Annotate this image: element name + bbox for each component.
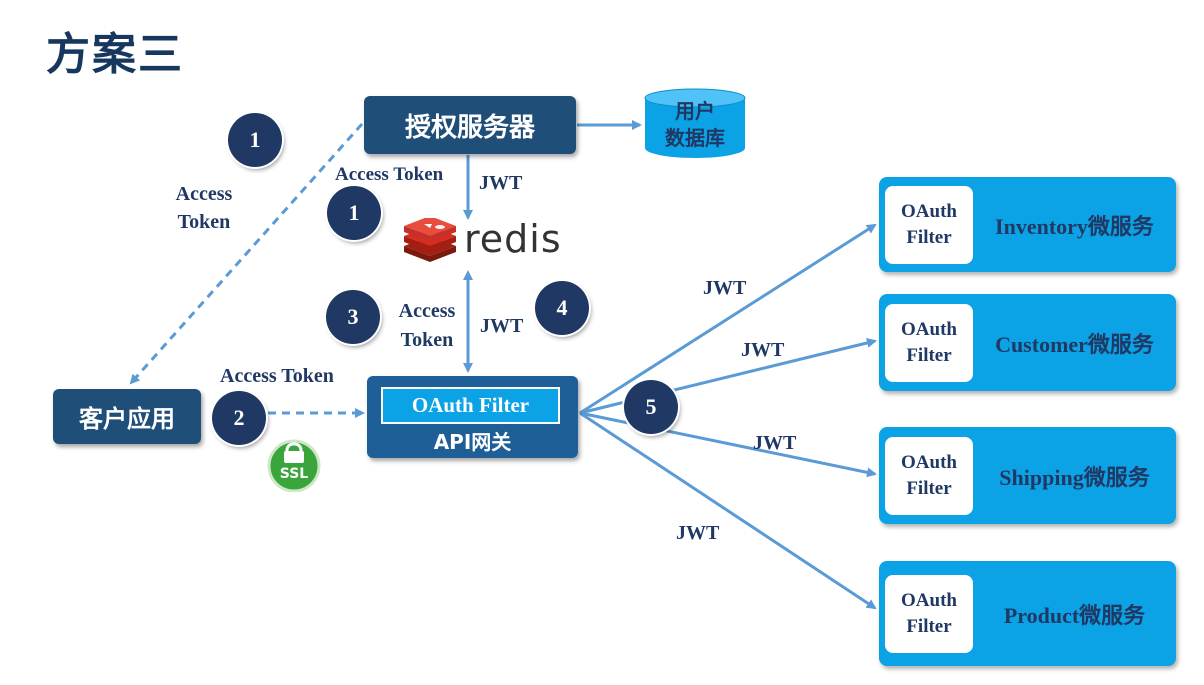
access-token-label-3: Access Token [398, 300, 456, 351]
ssl-lock-icon [267, 439, 321, 493]
ssl-badge: SSL [263, 436, 325, 493]
page-title: 方案三 [46, 29, 184, 80]
step-2-circle: 2 [212, 391, 266, 445]
gateway-label: API网关 [433, 430, 512, 454]
ssl-label: SSL [279, 466, 309, 482]
step-5-circle: 5 [624, 380, 678, 434]
jwt-label-4: JWT [480, 315, 524, 337]
service-product: OAuth Filter Product微服务 [879, 561, 1176, 666]
jwt-label-shipping: JWT [753, 432, 797, 454]
service-inventory: OAuth Filter Inventory微服务 [879, 177, 1176, 272]
redis-label: redis [464, 217, 562, 261]
service-name: Inventory微服务 [995, 213, 1154, 239]
service-oauth-filter: OAuth Filter [885, 185, 973, 264]
service-customer: OAuth Filter Customer微服务 [879, 294, 1176, 391]
access-token-label-top: Access Token [335, 164, 444, 185]
service-shipping: OAuth Filter Shipping微服务 [879, 427, 1176, 524]
access-token-label-2: Access Token [220, 365, 334, 387]
step-4-circle: 4 [535, 281, 589, 335]
api-gateway-node: OAuth Filter API网关 [367, 376, 578, 458]
service-name: Product微服务 [1003, 602, 1146, 628]
service-name: Shipping微服务 [999, 464, 1150, 490]
step-1-circle: 1 [228, 113, 282, 167]
jwt-label-top: JWT [479, 172, 523, 194]
jwt-label-product: JWT [676, 522, 720, 544]
arrow-to-product [579, 411, 877, 610]
service-oauth-filter: OAuth Filter [885, 303, 973, 382]
service-oauth-filter: OAuth Filter [885, 436, 973, 515]
arrow-to-inventory [579, 223, 877, 415]
step-3-circle: 3 [326, 290, 380, 344]
dashed-auth-to-client [129, 123, 364, 385]
jwt-label-customer: JWT [741, 339, 785, 361]
auth-server-node: 授权服务器 [364, 96, 576, 154]
jwt-label-inventory: JWT [703, 277, 747, 299]
step-1b-circle: 1 [327, 186, 381, 240]
gateway-oauth-filter: OAuth Filter [381, 387, 560, 424]
service-oauth-filter: OAuth Filter [885, 574, 973, 653]
database-icon [644, 88, 746, 158]
access-token-label-client: Access Token [175, 183, 233, 233]
user-database-node: 用户 数据库 [643, 88, 747, 160]
user-database-label: 用户 数据库 [665, 99, 725, 150]
redis-icon [404, 218, 456, 262]
client-app-node: 客户应用 [53, 389, 201, 444]
service-name: Customer微服务 [995, 331, 1154, 357]
